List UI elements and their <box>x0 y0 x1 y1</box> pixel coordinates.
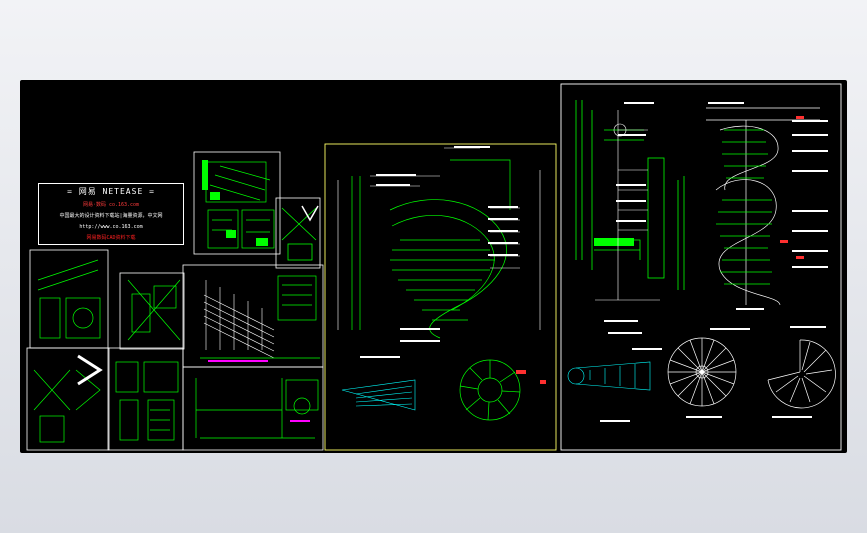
detail-sheet-d <box>119 272 185 350</box>
sheet2-half-plan <box>767 339 836 409</box>
sheet-frames <box>26 151 324 451</box>
detail-sheet-c <box>29 249 109 349</box>
spiral-stair-sheet-1 <box>324 143 557 451</box>
banner-line-2: 中国最大的设计资料下载站|海量资源，中文网 <box>59 213 163 219</box>
sheet2-spiral-elevation <box>706 107 820 306</box>
sheet2-full-plan <box>667 337 737 407</box>
sheet1-spiral-plan <box>459 359 521 421</box>
detail-e-drawing <box>200 275 320 359</box>
detail-g-drawing <box>115 361 179 441</box>
detail-c-drawing <box>37 259 101 339</box>
detail-sheet-f <box>26 347 110 451</box>
detail-sheet-b <box>275 197 321 269</box>
sheet2-left-annotations <box>595 110 660 301</box>
sheet2-hatch <box>594 238 634 246</box>
detail-sheet-a <box>193 151 281 255</box>
banner-line-1: 网易·数码 co.163.com <box>82 202 140 208</box>
sheet2-elevation-left <box>575 100 665 279</box>
detail-d-drawing <box>127 279 181 341</box>
detail-sheet-h <box>182 366 324 451</box>
detail-f-drawing <box>33 369 101 443</box>
detail-b-drawing <box>281 207 317 261</box>
spiral-stair-sheet-2 <box>560 83 842 451</box>
netease-banner: = 网易 NETEASE = 网易·数码 co.163.com 中国最大的设计资… <box>38 183 184 245</box>
detail-h-drawing <box>195 378 319 439</box>
banner-line-3: http://www.co.163.com <box>79 224 143 230</box>
drawing-sheets-svg <box>26 83 842 451</box>
sheet1-plan <box>341 379 416 411</box>
sheet2-text-marks <box>604 102 828 322</box>
sheet2-spiral-treads <box>677 129 772 290</box>
banner-line-4: 网易数码CAD资料下载 <box>86 235 136 241</box>
detail-e-railing <box>203 280 275 359</box>
sheet1-elevation <box>351 159 511 339</box>
sheet2-tread-plan <box>567 361 651 391</box>
sheet2-plan-text-marks <box>600 326 826 422</box>
detail-sheet-g <box>107 347 184 451</box>
detail-a-drawing <box>205 161 275 249</box>
detail-a-hatch <box>202 160 268 246</box>
banner-title: = 网易 NETEASE = <box>67 187 155 196</box>
cad-drawing-canvas[interactable]: = 网易 NETEASE = 网易·数码 co.163.com 中国最大的设计资… <box>20 80 847 453</box>
sheet1-text-marks <box>360 146 518 358</box>
